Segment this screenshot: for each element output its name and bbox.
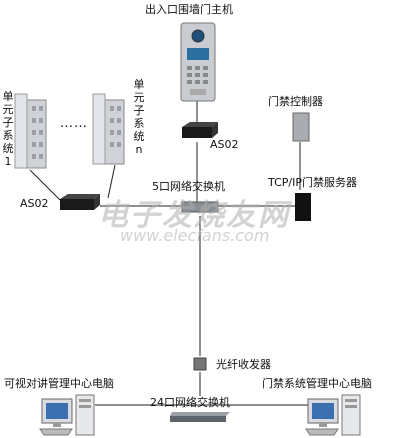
fiber-label: 光纤收发器: [216, 358, 271, 371]
access-controller-label: 门禁控制器: [268, 95, 323, 108]
line-unit1: [29, 169, 61, 201]
line-unitn: [107, 164, 116, 199]
switch5-label: 5口网络交换机: [152, 180, 225, 193]
switch24-icon: [170, 412, 230, 422]
fiber-transceiver-icon: [193, 357, 207, 371]
intercom-pc-icon: [39, 394, 95, 436]
door-station-label: 出入口围墙门主机: [145, 3, 233, 16]
access-server-icon: [295, 193, 311, 221]
unit1-label: 单 元 子 系 统 1: [2, 90, 14, 168]
as02-top-label: AS02: [210, 138, 239, 151]
as02-top-icon: [182, 122, 218, 138]
intercom-pc-label: 可视对讲管理中心电脑: [4, 377, 114, 390]
unitn-label: 单 元 子 系 统 n: [133, 78, 145, 156]
building-unitn-icon: [92, 93, 125, 165]
switch5-icon: [181, 201, 219, 213]
access-pc-label: 门禁系统管理中心电脑: [262, 377, 372, 390]
as02-left-label: AS02: [20, 197, 49, 210]
access-controller-icon: [292, 112, 310, 142]
watermark-main: 电子发烧友网: [98, 198, 290, 233]
ellipsis-label: ……: [60, 116, 88, 131]
access-server-label: TCP/IP门禁服务器: [268, 176, 357, 189]
access-pc-icon: [305, 394, 361, 436]
watermark-sub: www.elecfans.com: [120, 226, 270, 245]
building-unit1-icon: [14, 93, 47, 169]
door-station-icon: [180, 22, 216, 102]
switch24-label: 24口网络交换机: [150, 396, 230, 409]
as02-left-icon: [60, 194, 100, 210]
